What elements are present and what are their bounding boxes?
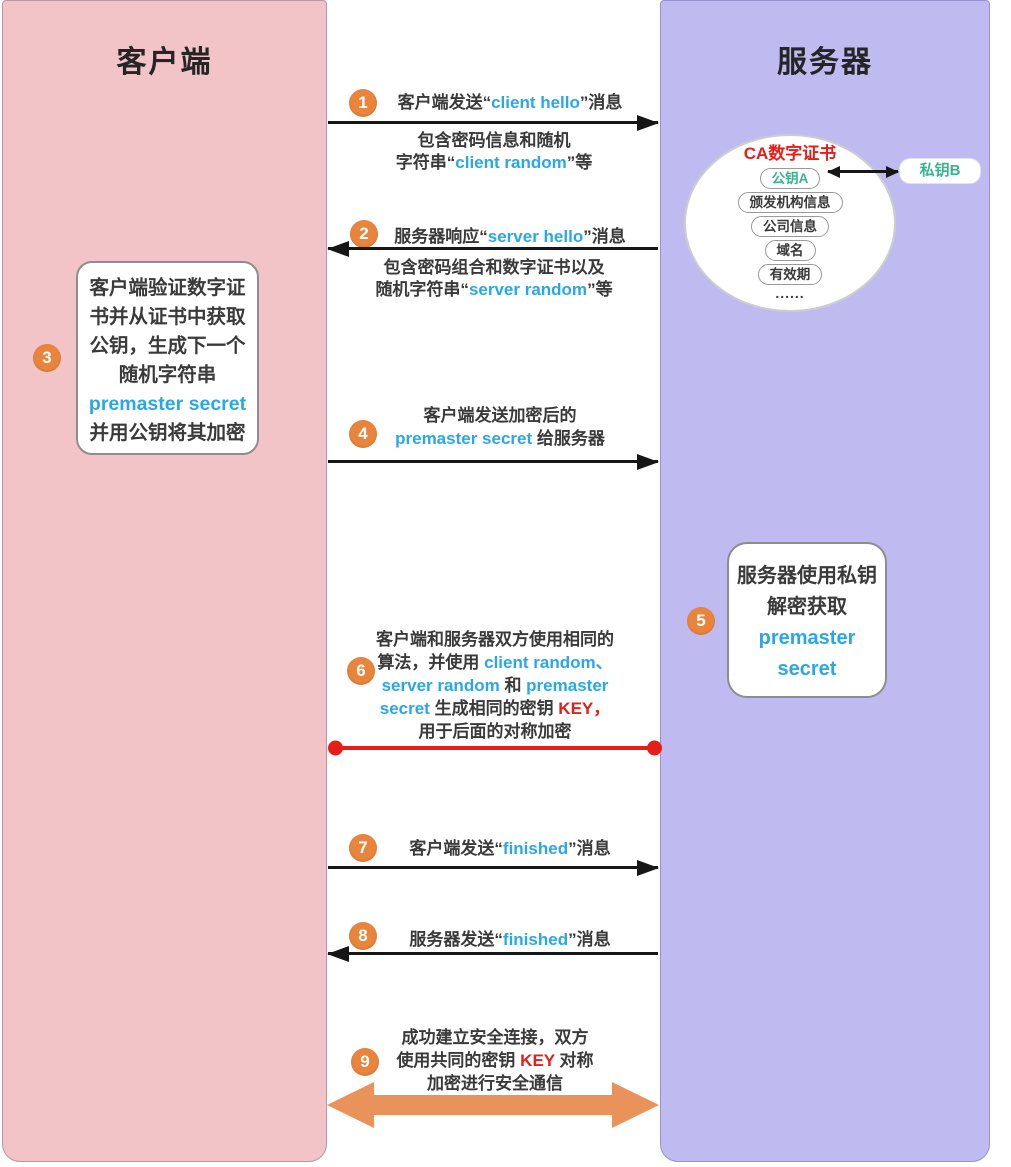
step-4-badge: 4	[349, 420, 377, 448]
step-4-arrow-right	[328, 460, 658, 463]
step-3-badge: 3	[33, 344, 61, 372]
step-7-arrow-right	[328, 866, 658, 869]
server-lane-title: 服务器	[777, 46, 873, 79]
step-2-sublabel: 包含密码组合和数字证书以及 随机字符串“server random”等	[375, 258, 613, 299]
step-2-arrow-left	[328, 247, 658, 250]
step-8-arrow-left	[328, 952, 658, 955]
step-1-arrow-right	[328, 121, 658, 124]
client-lane: 客户端	[2, 0, 327, 1162]
step-6-label: 客户端和服务器双方使用相同的 算法，并使用 client random、 ser…	[376, 630, 614, 741]
step-6-badge: 6	[347, 657, 375, 685]
cert-field-public-key: 公钥A	[759, 168, 821, 189]
step-1-badge: 1	[349, 89, 377, 117]
ca-certificate-bubble: CA数字证书 公钥A 颁发机构信息 公司信息 域名 有效期 ......	[684, 134, 896, 312]
key-pair-double-arrow	[828, 170, 898, 173]
step-7-badge: 7	[349, 834, 377, 862]
secure-channel-double-arrow	[374, 1095, 612, 1115]
cert-ellipsis: ......	[775, 285, 805, 301]
step-4-label: 客户端发送加密后的 premaster secret 给服务器	[395, 406, 605, 448]
step-8-label: 服务器发送“finished”消息	[409, 930, 611, 949]
step-8-badge: 8	[349, 922, 377, 950]
step-2-label: 服务器响应“server hello”消息	[394, 227, 626, 246]
step-9-label: 成功建立安全连接，双方 使用共同的密钥 KEY 对称 加密进行安全通信	[396, 1028, 594, 1093]
step-3-note-box: 客户端验证数字证 书并从证书中获取 公钥，生成下一个 随机字符串 premast…	[76, 261, 259, 455]
step-7-label: 客户端发送“finished”消息	[409, 839, 611, 858]
private-key-box: 私钥B	[900, 159, 980, 183]
shared-key-line	[336, 746, 654, 750]
cert-field-issuer: 颁发机构信息	[737, 192, 843, 213]
step-2-badge: 2	[350, 220, 378, 248]
cert-field-validity: 有效期	[757, 264, 823, 285]
cert-field-company: 公司信息	[751, 216, 829, 237]
ca-certificate-title: CA数字证书	[743, 144, 837, 163]
step-9-badge: 9	[351, 1048, 379, 1076]
step-1-label: 客户端发送“client hello”消息	[397, 93, 623, 112]
cert-field-domain: 域名	[764, 240, 816, 261]
client-lane-title: 客户端	[116, 46, 213, 79]
step-5-badge: 5	[687, 607, 715, 635]
step-1-sublabel: 包含密码信息和随机 字符串“client random”等	[395, 131, 593, 172]
step-5-note-box: 服务器使用私钥 解密获取 premaster secret	[727, 542, 887, 698]
